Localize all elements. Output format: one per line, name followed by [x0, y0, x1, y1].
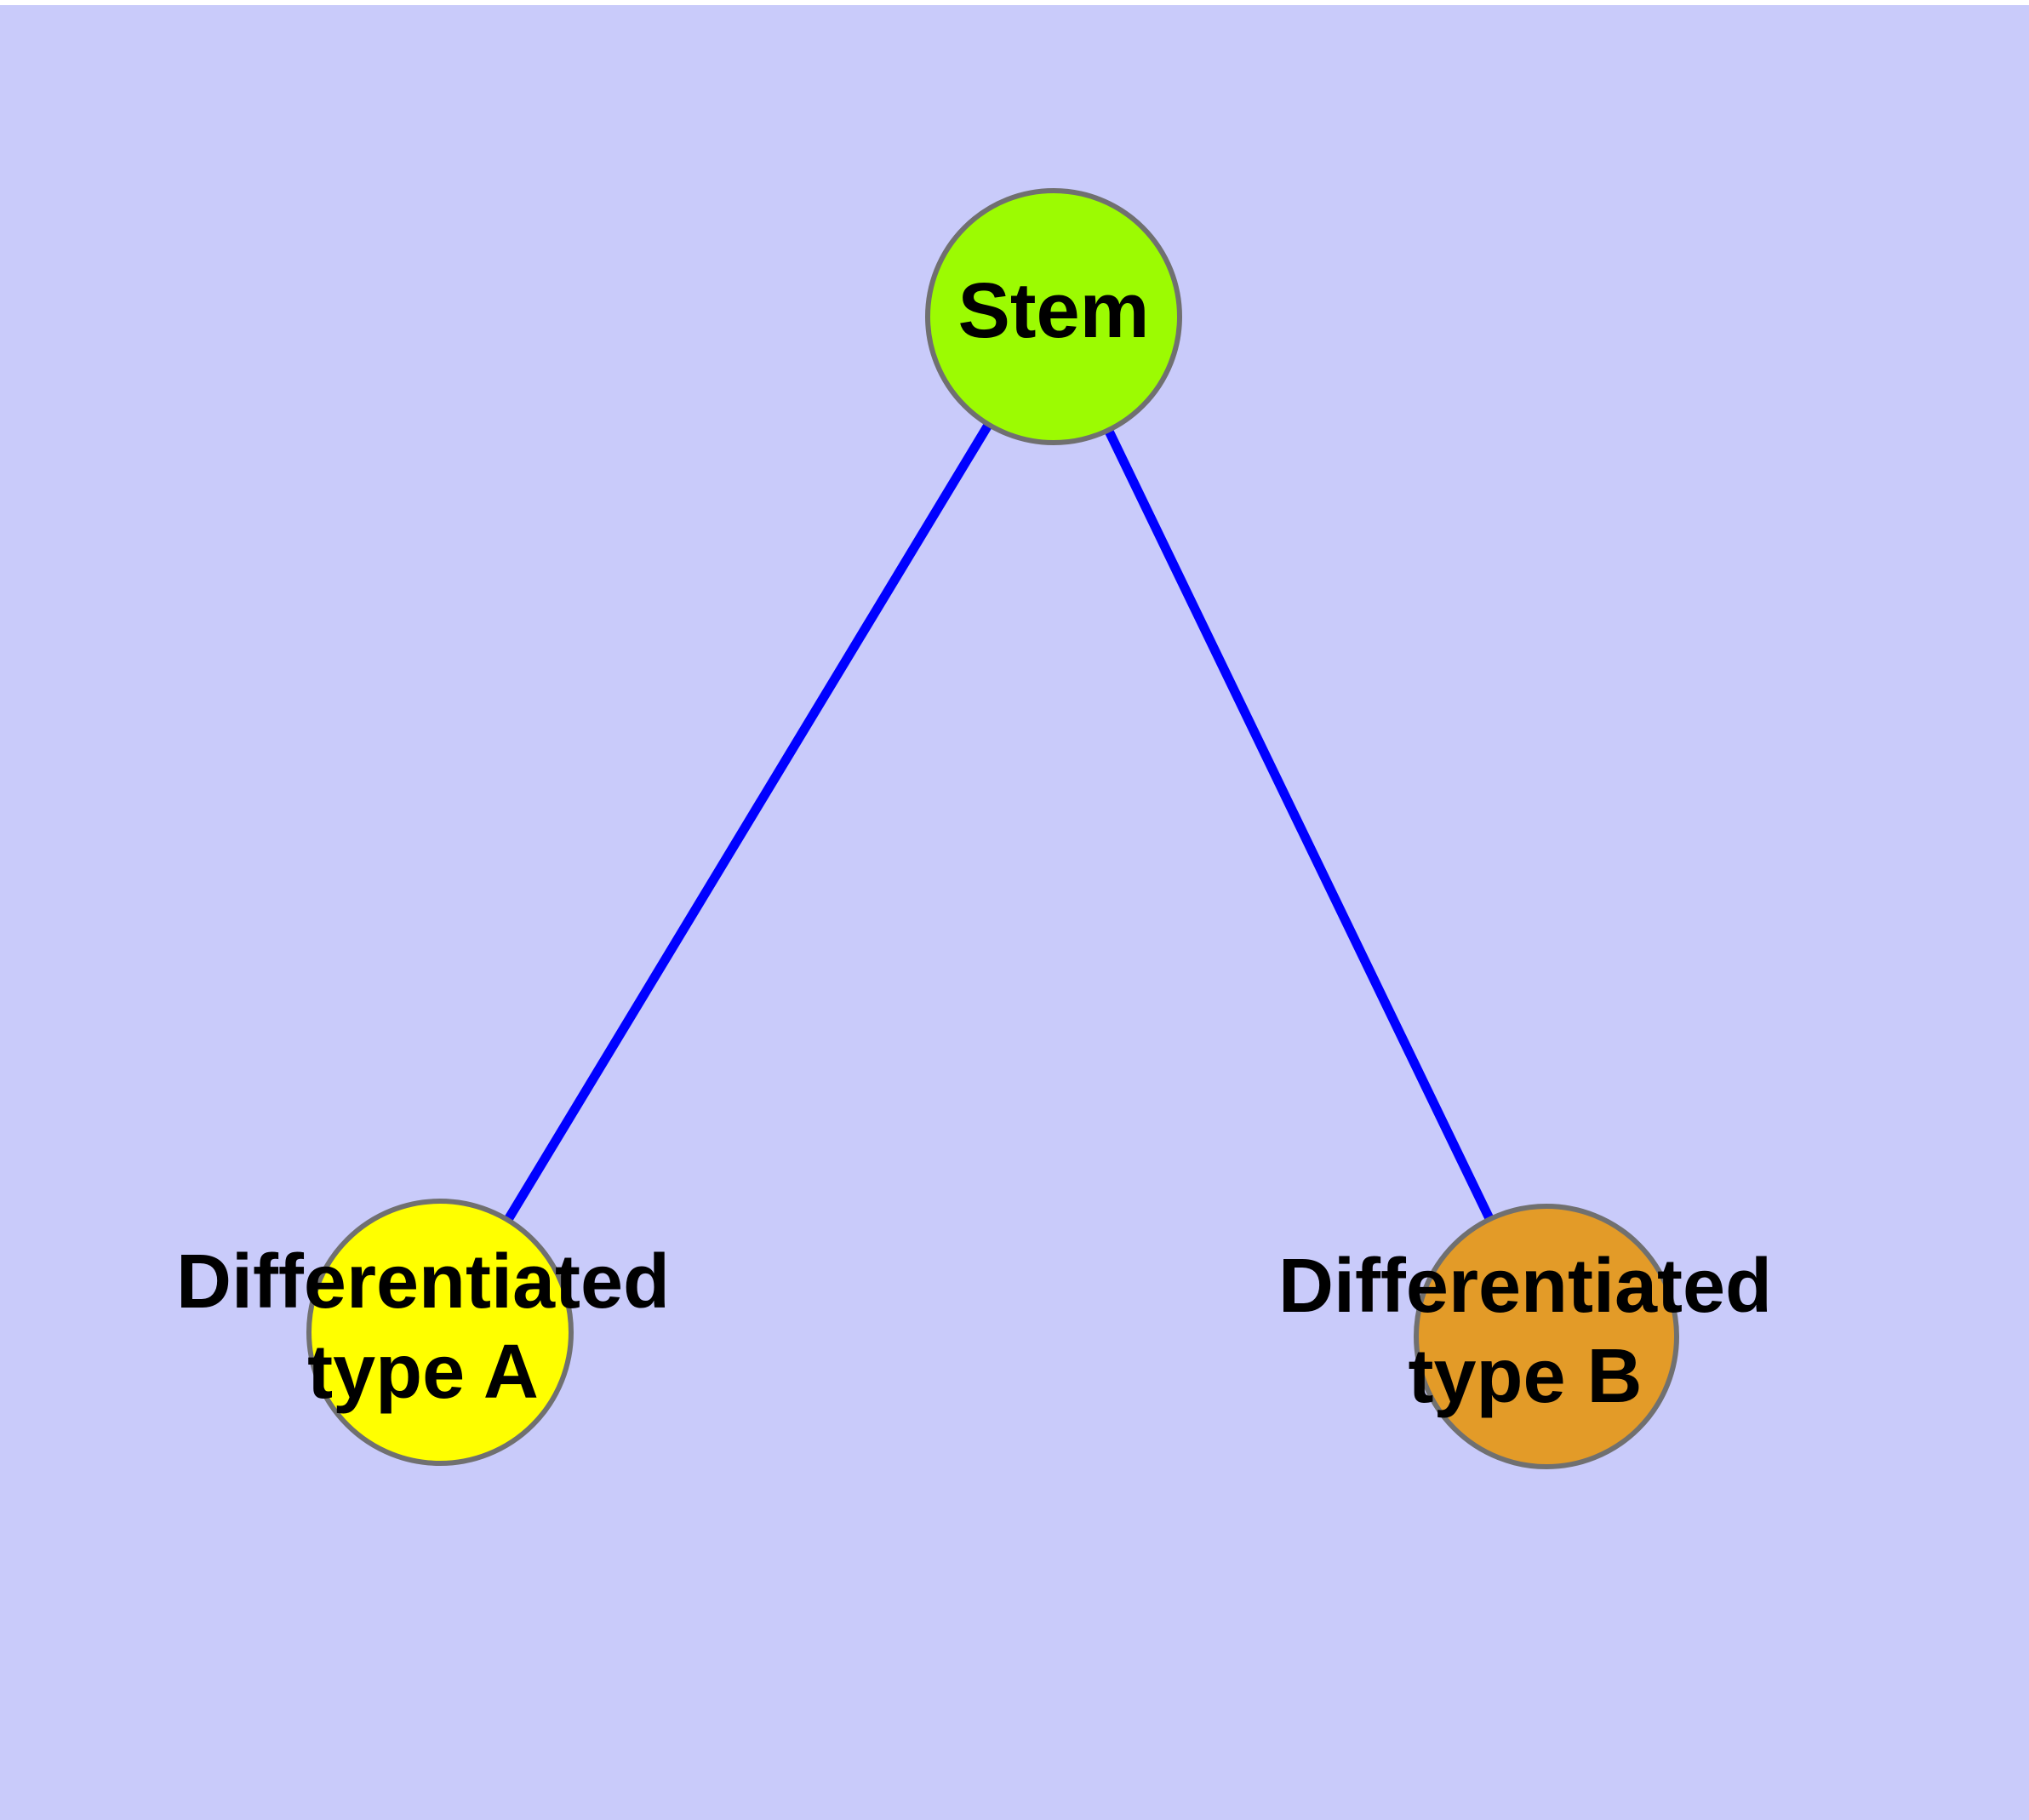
node-label-line: type A [307, 1330, 539, 1415]
node-circle-stem[interactable] [925, 188, 1182, 445]
node-circle-diff-b[interactable] [1414, 1204, 1679, 1469]
node-label-line: Differentiated [176, 1239, 670, 1325]
node-label-group-stem: Stem [958, 267, 1150, 354]
node-label-stem: Stem [958, 267, 1150, 354]
edges-layer [436, 314, 1551, 1339]
node-label-line: type B [1408, 1334, 1642, 1419]
node-circle-diff-a[interactable] [306, 1199, 574, 1466]
graph-node-diff-b[interactable] [1414, 1204, 1679, 1469]
graph-edge-stem-to-diff-a[interactable] [436, 314, 1058, 1335]
node-label-line: Stem [958, 267, 1150, 354]
graph-edge-stem-to-diff-b[interactable] [1049, 314, 1551, 1339]
graph-node-stem[interactable] [925, 188, 1182, 445]
node-label-line: Differentiated [1278, 1244, 1772, 1329]
graph-node-diff-a[interactable] [306, 1199, 574, 1466]
